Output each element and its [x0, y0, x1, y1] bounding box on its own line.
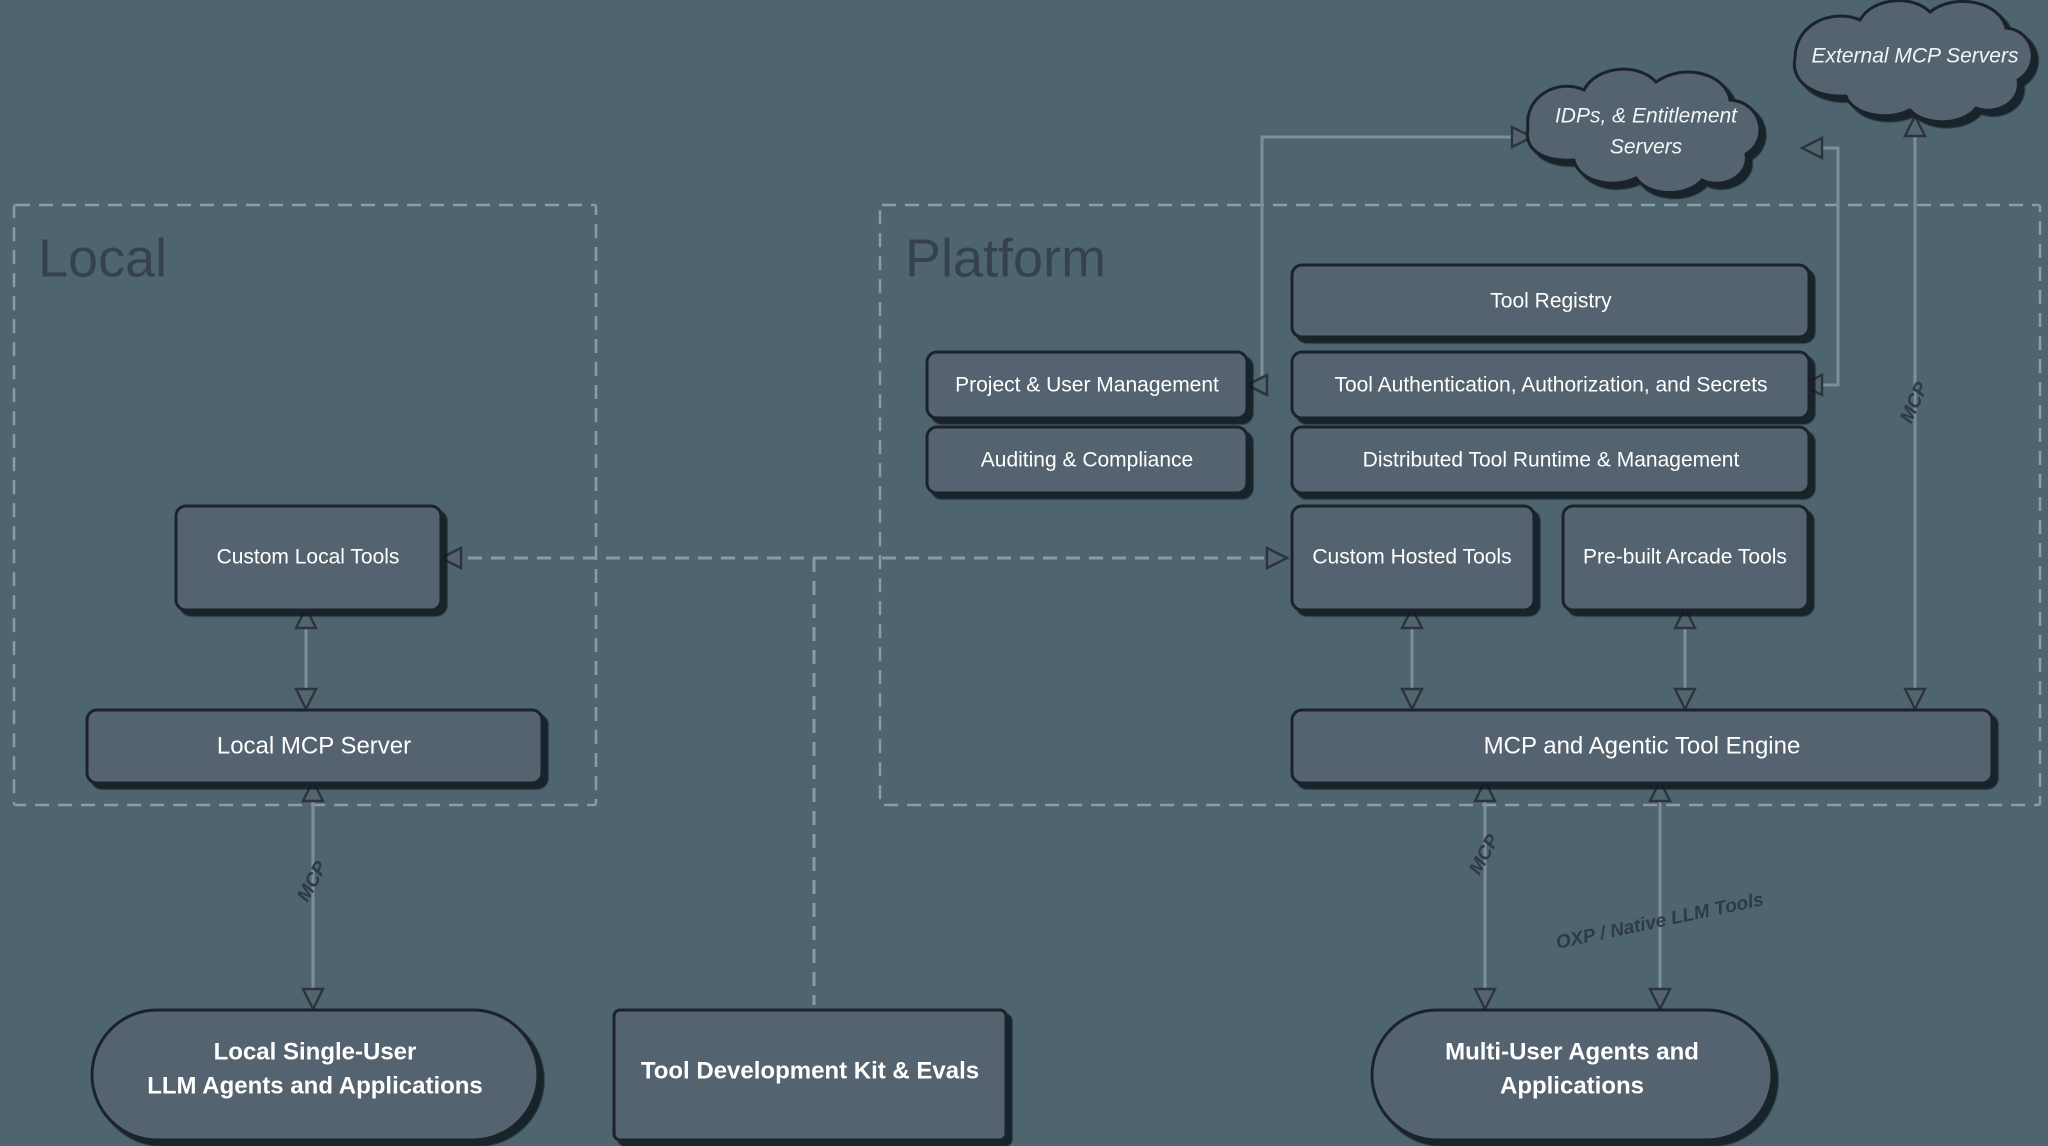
node-label-custom-local-tools: Custom Local Tools [217, 546, 400, 569]
node-label-tool-registry: Tool Registry [1490, 290, 1612, 313]
node-label-multi-user-agents-line1: Multi-User Agents and [1445, 1038, 1699, 1065]
node-label-tool-auth: Tool Authentication, Authorization, and … [1334, 374, 1767, 397]
group-platform-title: Platform [905, 228, 1106, 288]
node-label-project-user-management: Project & User Management [955, 374, 1219, 397]
node-tool-registry[interactable]: Tool Registry [1290, 263, 1811, 339]
node-label-distributed-tool-runtime: Distributed Tool Runtime & Management [1363, 449, 1740, 472]
node-auditing-compliance[interactable]: Auditing & Compliance [925, 425, 1249, 495]
edge-toolauth-to-idps [1806, 148, 1840, 385]
node-prebuilt-arcade-tools[interactable]: Pre-built Arcade Tools [1561, 504, 1810, 612]
cloud-label-external-mcp: External MCP Servers [1812, 45, 2019, 68]
node-mcp-agentic-tool-engine[interactable]: MCP and Agentic Tool Engine [1290, 708, 1994, 785]
node-label-local-mcp-server: Local MCP Server [217, 732, 411, 759]
node-label-mcp-agentic-tool-engine: MCP and Agentic Tool Engine [1484, 732, 1801, 759]
node-local-mcp-server[interactable]: Local MCP Server [85, 708, 544, 785]
node-custom-hosted-tools[interactable]: Custom Hosted Tools [1290, 504, 1536, 612]
node-tool-auth[interactable]: Tool Authentication, Authorization, and … [1290, 350, 1811, 420]
node-local-single-user-agents[interactable]: Local Single-User LLM Agents and Applica… [90, 1008, 540, 1142]
node-label-local-agents-line1: Local Single-User [214, 1038, 417, 1065]
node-label-prebuilt-arcade-tools: Pre-built Arcade Tools [1583, 546, 1787, 569]
edge-projectmgmt-to-idps [1251, 137, 1528, 385]
group-local-frame [12, 203, 598, 807]
node-label-tool-development-kit: Tool Development Kit & Evals [641, 1057, 979, 1084]
node-multi-user-agents[interactable]: Multi-User Agents and Applications [1370, 1008, 1774, 1142]
cloud-external-mcp-servers: External MCP Servers [1792, 0, 2034, 124]
node-label-multi-user-agents-line2: Applications [1500, 1072, 1644, 1099]
cloud-label-idps-line2: Servers [1610, 136, 1683, 159]
node-label-local-agents-line2: LLM Agents and Applications [147, 1072, 483, 1099]
cloud-idps-entitlement-servers: IDPs, & Entitlement Servers [1525, 67, 1762, 194]
node-label-custom-hosted-tools: Custom Hosted Tools [1312, 546, 1511, 569]
node-project-user-management[interactable]: Project & User Management [925, 350, 1249, 420]
cloud-label-idps-line1: IDPs, & Entitlement [1555, 105, 1738, 128]
node-distributed-tool-runtime[interactable]: Distributed Tool Runtime & Management [1290, 425, 1811, 495]
group-local-title: Local [38, 228, 167, 288]
node-tool-development-kit[interactable]: Tool Development Kit & Evals [612, 1008, 1008, 1142]
node-custom-local-tools[interactable]: Custom Local Tools [174, 504, 443, 612]
node-label-auditing-compliance: Auditing & Compliance [981, 449, 1193, 472]
